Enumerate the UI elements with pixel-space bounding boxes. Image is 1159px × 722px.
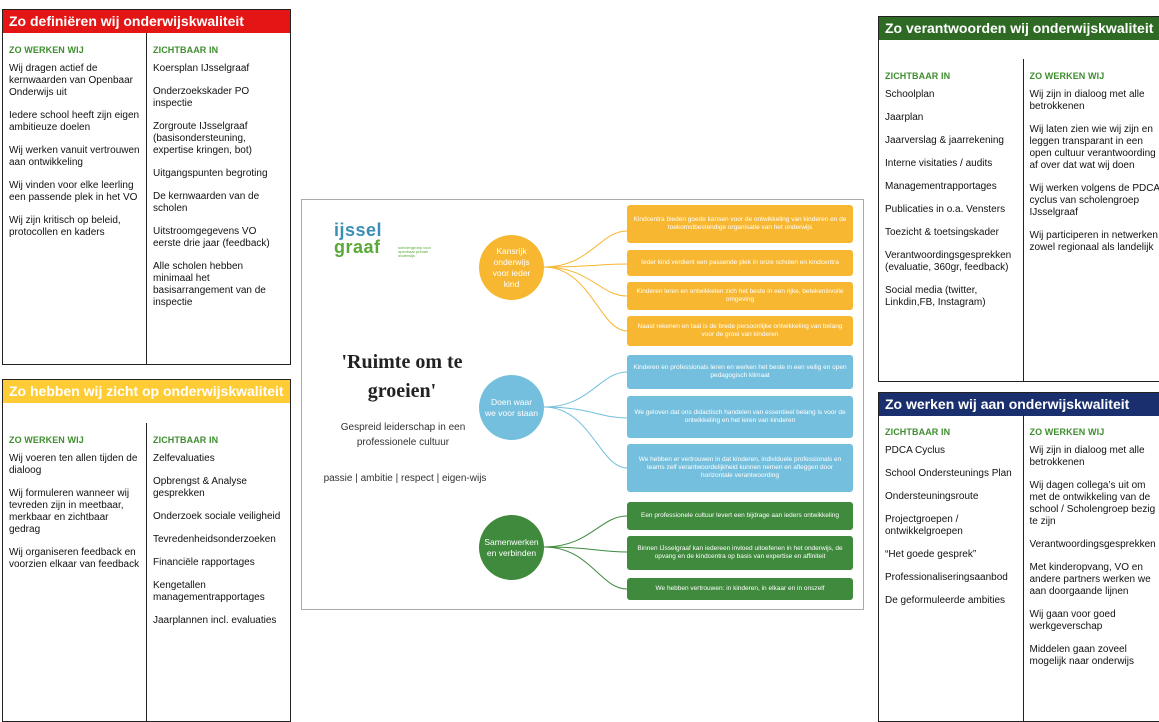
branch-samenwerken-verbinden: Samenwerken en verbinden bbox=[479, 515, 544, 580]
list-item: Social media (twitter, Linkdin,FB, Insta… bbox=[885, 285, 986, 308]
list-item: Koersplan IJsselgraaf bbox=[153, 63, 250, 74]
panel-title: Zo definiëren wij onderwijskwaliteit bbox=[3, 10, 290, 33]
list-item: Wij werken vanuit vertrouwen aan ontwikk… bbox=[9, 145, 140, 168]
column-visible-in: ZICHTBAAR IN Zelfevaluaties Opbrengst & … bbox=[146, 423, 290, 721]
mindmap-leaf: Naast rekenen en taal is de brede persoo… bbox=[627, 316, 853, 346]
list-item: Zelfevaluaties bbox=[153, 453, 215, 464]
list-item: Wij dragen actief de kernwaarden van Ope… bbox=[9, 63, 133, 98]
list-item: Jaarplannen incl. evaluaties bbox=[153, 615, 277, 626]
list-item: Met kinderopvang, VO en andere partners … bbox=[1029, 562, 1151, 597]
column-visible-in: ZICHTBAAR IN PDCA Cyclus School Onderste… bbox=[879, 415, 1023, 721]
column-heading: ZICHTBAAR IN bbox=[885, 427, 951, 437]
list-item: Middelen gaan zoveel mogelijk naar onder… bbox=[1029, 644, 1135, 667]
panel-title: Zo verantwoorden wij onderwijskwaliteit bbox=[879, 17, 1159, 40]
list-item: Zorgroute IJsselgraaf (basisondersteunin… bbox=[153, 121, 252, 156]
list-item: Uitgangspunten begroting bbox=[153, 168, 268, 179]
list-item: Tevredenheidsonderzoeken bbox=[153, 534, 276, 545]
list-item: Verantwoordingsgesprekken bbox=[1029, 539, 1156, 550]
list-item: Schoolplan bbox=[885, 89, 935, 100]
list-item: Kengetallen managementrapportages bbox=[153, 580, 265, 603]
list-item: PDCA Cyclus bbox=[885, 445, 946, 456]
list-item: Verantwoordingsgesprekken (evaluatie, 36… bbox=[885, 250, 1012, 273]
mindmap-leaf: Kinderen en professionals leren en werke… bbox=[627, 355, 853, 389]
list-item: De kernwaarden van de scholen bbox=[153, 191, 260, 214]
logo-line-1: ijssel bbox=[334, 220, 383, 240]
list-item: Jaarplan bbox=[885, 112, 924, 123]
core-values: passie | ambitie | respect | eigen-wijs bbox=[323, 473, 487, 484]
mindmap-leaf: We hebben vertrouwen: in kinderen, in el… bbox=[627, 578, 853, 600]
list-item: Wij participeren in netwerken zowel regi… bbox=[1029, 230, 1158, 253]
list-item: Wij dagen collega’s uit om met de ontwik… bbox=[1029, 480, 1156, 527]
column-heading: ZO WERKEN WIJ bbox=[9, 435, 84, 445]
column-how-we-work: ZO WERKEN WIJ Wij zijn in dialoog met al… bbox=[1022, 415, 1159, 721]
list-item: Financiële rapportages bbox=[153, 557, 255, 568]
list-item: Wij zijn kritisch op beleid, protocollen… bbox=[9, 215, 121, 238]
list-item: Onderzoek sociale veiligheid bbox=[153, 511, 281, 522]
list-item: Interne visitaties / audits bbox=[885, 158, 993, 169]
column-heading: ZO WERKEN WIJ bbox=[1029, 71, 1105, 81]
column-how-we-work: ZO WERKEN WIJ Wij dragen actief de kernw… bbox=[3, 33, 146, 364]
list-item: Professionaliseringsaanbod bbox=[885, 572, 1008, 583]
list-item: Wij zijn in dialoog met alle betrokkenen bbox=[1029, 89, 1145, 112]
mindmap-leaf: Kinderen leren en ontwikkelen zich het b… bbox=[627, 282, 853, 310]
panel-title: Zo hebben wij zicht op onderwijskwalitei… bbox=[3, 380, 290, 403]
column-visible-in: ZICHTBAAR IN Schoolplan Jaarplan Jaarver… bbox=[879, 59, 1023, 381]
list-item: Wij laten zien wie wij zijn en leggen tr… bbox=[1029, 124, 1156, 171]
list-item: Wij zijn in dialoog met alle betrokkenen bbox=[1029, 445, 1145, 468]
branch-kansrijk-onderwijs: Kansrijk onderwijs voor ieder kind bbox=[479, 235, 544, 300]
list-item: Alle scholen hebben minimaal het basisar… bbox=[153, 261, 266, 308]
list-item: Wij vinden voor elke leerling een passen… bbox=[9, 180, 138, 203]
list-item: Iedere school heeft zijn eigen ambitieuz… bbox=[9, 110, 140, 133]
mindmap-leaf: We geloven dat ons didactisch handelen v… bbox=[627, 396, 853, 438]
list-item: Wij werken volgens de PDCA cyclus van sc… bbox=[1029, 183, 1159, 218]
list-item: De geformuleerde ambities bbox=[885, 595, 1006, 606]
mindmap-leaf: Kindcentra bieden goede kansen voor de o… bbox=[627, 205, 853, 243]
list-item: School Ondersteunings Plan bbox=[885, 468, 1012, 479]
column-heading: ZICHTBAAR IN bbox=[153, 435, 219, 445]
mindmap-leaf: Een professionele cultuur levert een bij… bbox=[627, 502, 853, 530]
panel-insight-quality: Zo hebben wij zicht op onderwijskwalitei… bbox=[2, 379, 291, 722]
panel-title: Zo werken wij aan onderwijskwaliteit bbox=[879, 393, 1159, 416]
list-item: Wij voeren ten allen tijden de dialoog bbox=[9, 453, 138, 476]
list-item: Wij formuleren wanneer wij tevreden zijn… bbox=[9, 488, 130, 535]
mindmap-leaf: Binnen IJsselgraaf kan iedereen invloed … bbox=[627, 536, 853, 570]
column-heading: ZO WERKEN WIJ bbox=[9, 45, 84, 55]
list-item: Jaarverslag & jaarrekening bbox=[885, 135, 1004, 146]
mindmap-leaf: Ieder kind verdient een passende plek in… bbox=[627, 250, 853, 276]
logo-line-2: graaf bbox=[334, 237, 381, 257]
list-item: Opbrengst & Analyse gesprekken bbox=[153, 476, 247, 499]
mindmap-title: 'Ruimte om te groeien' bbox=[341, 351, 463, 402]
panel-account-quality: Zo verantwoorden wij onderwijskwaliteit … bbox=[878, 16, 1159, 382]
column-heading: ZICHTBAAR IN bbox=[885, 71, 951, 81]
list-item: Uitstroomgegevens VO eerste drie jaar (f… bbox=[153, 226, 270, 249]
panel-work-on-quality: Zo werken wij aan onderwijskwaliteit ZIC… bbox=[878, 392, 1159, 722]
column-heading: ZICHTBAAR IN bbox=[153, 45, 219, 55]
list-item: Wij gaan voor goed werkgeverschap bbox=[1029, 609, 1116, 632]
column-how-we-work: ZO WERKEN WIJ Wij zijn in dialoog met al… bbox=[1022, 59, 1159, 381]
list-item: Toezicht & toetsingskader bbox=[885, 227, 999, 238]
list-item: Wij organiseren feedback en voorzien elk… bbox=[9, 547, 140, 570]
logo-subtitle: scholengroep voor openbaar primair onder… bbox=[398, 245, 431, 258]
column-visible-in: ZICHTBAAR IN Koersplan IJsselgraaf Onder… bbox=[146, 33, 290, 364]
column-heading: ZO WERKEN WIJ bbox=[1029, 427, 1105, 437]
list-item: Onderzoekskader PO inspectie bbox=[153, 86, 250, 109]
ijsselgraaf-logo: ijssel graaf scholengroep voor openbaar … bbox=[334, 220, 444, 262]
list-item: Ondersteuningsroute bbox=[885, 491, 979, 502]
list-item: Projectgroepen / ontwikkelgroepen bbox=[885, 514, 963, 537]
list-item: Publicaties in o.a. Vensters bbox=[885, 204, 1006, 215]
branch-doen-waar-we-voor-staan: Doen waar we voor staan bbox=[479, 375, 544, 440]
column-how-we-work: ZO WERKEN WIJ Wij voeren ten allen tijde… bbox=[3, 423, 146, 721]
mindmap-leaf: We hebben er vertrouwen in dat kinderen,… bbox=[627, 444, 853, 492]
list-item: Managementrapportages bbox=[885, 181, 997, 192]
list-item: “Het goede gesprek” bbox=[885, 549, 977, 560]
panel-define-quality: Zo definiëren wij onderwijskwaliteit ZO … bbox=[2, 9, 291, 365]
mindmap-subtitle: Gespreid leiderschap in een professionel… bbox=[340, 422, 466, 448]
